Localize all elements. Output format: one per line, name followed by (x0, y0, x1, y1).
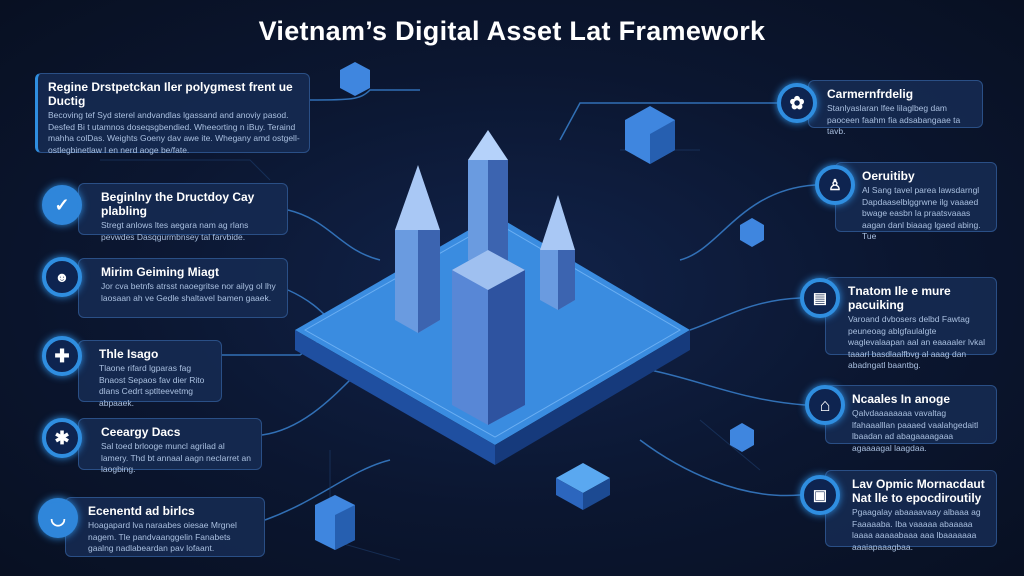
card-right-4: Lav Opmic Mornacdaut Nat lle to epocdiro… (825, 470, 997, 552)
card-title: Carmernfrdelig (827, 87, 914, 101)
connector-lines (222, 89, 816, 521)
card-text: Hoagapard lva naraabes oiesae Mrgnel nag… (88, 520, 237, 553)
card-title: Beginlny the Dructdoy Cay plabling (101, 190, 255, 218)
floating-cubes (315, 62, 764, 550)
card-text: Stregt anlows ltes aegara nam ag rlans p… (101, 220, 249, 242)
card-title: Ncaales In anoge (852, 392, 951, 406)
card-left-0: Regine Drstpetckan Iler polygmest frent … (35, 73, 310, 155)
card-text: Al Sang tavel parea lawsdarngl Dapdaasel… (862, 185, 981, 241)
card-right-1: Oeruitiby Al Sang tavel parea lawsdarngl … (835, 162, 997, 241)
cross-icon: ✚ (42, 336, 82, 376)
gear-icon: ✱ (42, 418, 82, 458)
card-title: Ceeargy Dacs (101, 425, 181, 439)
card-text: Qalvdaaaaaaaa vavaltag lfahaaalllan paaa… (852, 408, 979, 453)
bowl-icon: ◡ (38, 498, 78, 538)
platform-left (295, 330, 495, 465)
card-title: Ecenentd ad birlcs (88, 504, 195, 518)
paw-icon: ✿ (777, 83, 817, 123)
towers (395, 130, 575, 425)
person-icon: ♙ (815, 165, 855, 205)
briefcase-icon: ▣ (800, 475, 840, 515)
check-icon: ✓ (42, 185, 82, 225)
card-title: Tnatom Ile e mure pacuiking (848, 284, 951, 312)
card-text: Tlaone rifard lgparas fag Bnaost Sepaos … (99, 363, 205, 408)
page-title: Vietnam’s Digital Asset Lat Framework (258, 16, 766, 46)
card-text: Sal toed brlooge muncl agrilad al lamery… (101, 441, 251, 474)
platform-right (495, 330, 690, 465)
house-icon: ⌂ (805, 385, 845, 425)
card-text: Becoving tef Syd sterel andvandlas lgass… (48, 110, 300, 155)
card-title: Oeruitiby (862, 169, 915, 183)
astronaut-icon: ☻ (42, 257, 82, 297)
card-text: Pgaagalay abaaaavaay albaaa ag Faaaaaba.… (852, 507, 981, 552)
card-title: Lav Opmic Mornacdaut Nat lle to epocdiro… (852, 477, 985, 505)
card-title: Regine Drstpetckan Iler polygmest frent … (48, 80, 293, 108)
card-text: Jor cva betnfs atrsst naoegritse nor ail… (101, 281, 276, 303)
document-icon: ▤ (800, 278, 840, 318)
card-text: Stanlyaslaran lfee lilaglbeg dam paoceen… (827, 103, 961, 136)
card-title: Thle Isago (99, 347, 159, 361)
card-title: Mirim Geiming Miagt (101, 265, 220, 279)
card-text: Varoand dvbosers delbd Fawtag peuneoag a… (848, 314, 986, 370)
